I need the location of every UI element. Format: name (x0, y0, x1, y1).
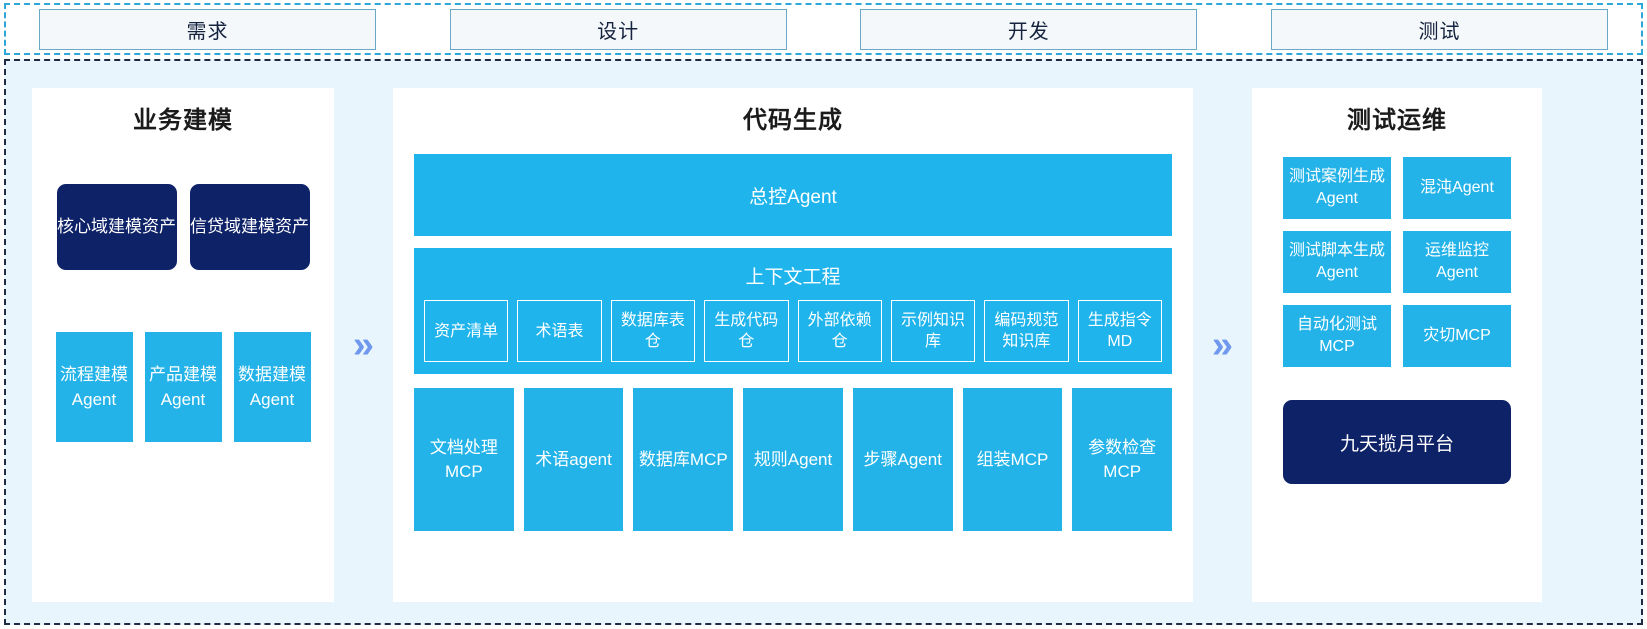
platform-box-jiutian[interactable]: 九天揽月平台 (1283, 400, 1511, 484)
tool-document-processing-mcp[interactable]: 文档处理MCP (414, 388, 514, 531)
panel-test-operations: 测试运维 测试案例生成Agent 混沌Agent 测试脚本生成Agent 运维监… (1252, 88, 1542, 602)
phase-label: 开发 (1007, 20, 1050, 43)
context-item-asset-list[interactable]: 资产清单 (424, 300, 509, 362)
context-item-generated-code-repo[interactable]: 生成代码仓 (704, 300, 789, 362)
tool-row: 文档处理MCP 术语agent 数据库MCP 规则Agent 步骤Agent 组… (414, 388, 1173, 531)
context-item-db-table-repo[interactable]: 数据库表仓 (610, 300, 696, 362)
agent-data-modeling[interactable]: 数据建模Agent (233, 332, 311, 442)
phase-box-design[interactable]: 设计 (449, 8, 787, 50)
test-ops-row: 自动化测试MCP 灾切MCP (1283, 305, 1511, 367)
test-script-generation-agent[interactable]: 测试脚本生成Agent (1283, 231, 1391, 293)
phase-label: 需求 (186, 20, 229, 43)
panel-business-modeling: 业务建模 核心域建模资产 信贷域建模资产 流程建模Agent 产品建模Agent… (32, 88, 334, 602)
tool-parameter-check-mcp[interactable]: 参数检查MCP (1072, 388, 1173, 531)
asset-credit-domain[interactable]: 信贷域建模资产 (189, 184, 310, 270)
context-item-generation-instruction-md[interactable]: 生成指令MD (1077, 300, 1162, 362)
agent-product-modeling[interactable]: 产品建模Agent (144, 332, 222, 442)
phase-label: 测试 (1418, 20, 1461, 43)
chevron-glyph: » (352, 324, 375, 366)
phase-box-testing[interactable]: 测试 (1270, 8, 1608, 50)
chevron-right-icon-right: » (1193, 88, 1252, 602)
phase-label: 设计 (597, 20, 640, 43)
context-engineering-title: 上下文工程 (745, 267, 841, 288)
context-item-glossary[interactable]: 术语表 (517, 300, 602, 362)
main-container: 业务建模 核心域建模资产 信贷域建模资产 流程建模Agent 产品建模Agent… (4, 59, 1643, 625)
chaos-agent[interactable]: 混沌Agent (1403, 157, 1511, 219)
business-agent-group: 流程建模Agent 产品建模Agent 数据建模Agent (32, 332, 334, 442)
context-item-external-dependency-repo[interactable]: 外部依赖仓 (797, 300, 882, 362)
phase-box-development[interactable]: 开发 (860, 8, 1198, 50)
chevron-right-icon-left: » (334, 88, 393, 602)
phase-strip: 需求 设计 开发 测试 (4, 3, 1643, 55)
chevron-glyph: » (1211, 324, 1234, 366)
context-engineering-block: 上下文工程 资产清单 术语表 数据库表仓 生成代码仓 外部依赖仓 示例知识库 编… (414, 248, 1172, 374)
test-ops-row: 测试案例生成Agent 混沌Agent (1283, 157, 1511, 219)
agent-process-modeling[interactable]: 流程建模Agent (55, 332, 133, 442)
context-item-example-knowledge-base[interactable]: 示例知识库 (890, 300, 976, 362)
tool-step-agent[interactable]: 步骤Agent (852, 388, 953, 531)
phase-box-requirements[interactable]: 需求 (39, 8, 376, 50)
panel-title-business-modeling: 业务建模 (133, 107, 233, 134)
panel-title-test-operations: 测试运维 (1347, 107, 1447, 134)
tool-database-mcp[interactable]: 数据库MCP (633, 388, 734, 531)
panel-code-generation: 代码生成 总控Agent 上下文工程 资产清单 术语表 数据库表仓 生成代码仓 … (393, 88, 1193, 602)
panel-title-code-generation: 代码生成 (743, 107, 843, 134)
context-item-row: 资产清单 术语表 数据库表仓 生成代码仓 外部依赖仓 示例知识库 编码规范知识库… (424, 300, 1162, 362)
controller-agent-bar[interactable]: 总控Agent (414, 154, 1172, 236)
automated-test-mcp[interactable]: 自动化测试MCP (1283, 305, 1391, 367)
disaster-switch-mcp[interactable]: 灾切MCP (1403, 305, 1511, 367)
ops-monitoring-agent[interactable]: 运维监控Agent (1403, 231, 1511, 293)
asset-core-domain[interactable]: 核心域建模资产 (56, 184, 177, 270)
test-ops-grid: 测试案例生成Agent 混沌Agent 测试脚本生成Agent 运维监控Agen… (1252, 157, 1542, 367)
business-asset-group: 核心域建模资产 信贷域建模资产 (32, 184, 334, 270)
tool-assembly-mcp[interactable]: 组装MCP (962, 388, 1063, 531)
test-case-generation-agent[interactable]: 测试案例生成Agent (1283, 157, 1391, 219)
context-item-coding-standard-knowledge-base[interactable]: 编码规范知识库 (984, 300, 1069, 362)
test-ops-row: 测试脚本生成Agent 运维监控Agent (1283, 231, 1511, 293)
tool-rule-agent[interactable]: 规则Agent (743, 388, 843, 531)
tool-glossary-agent[interactable]: 术语agent (523, 388, 624, 531)
